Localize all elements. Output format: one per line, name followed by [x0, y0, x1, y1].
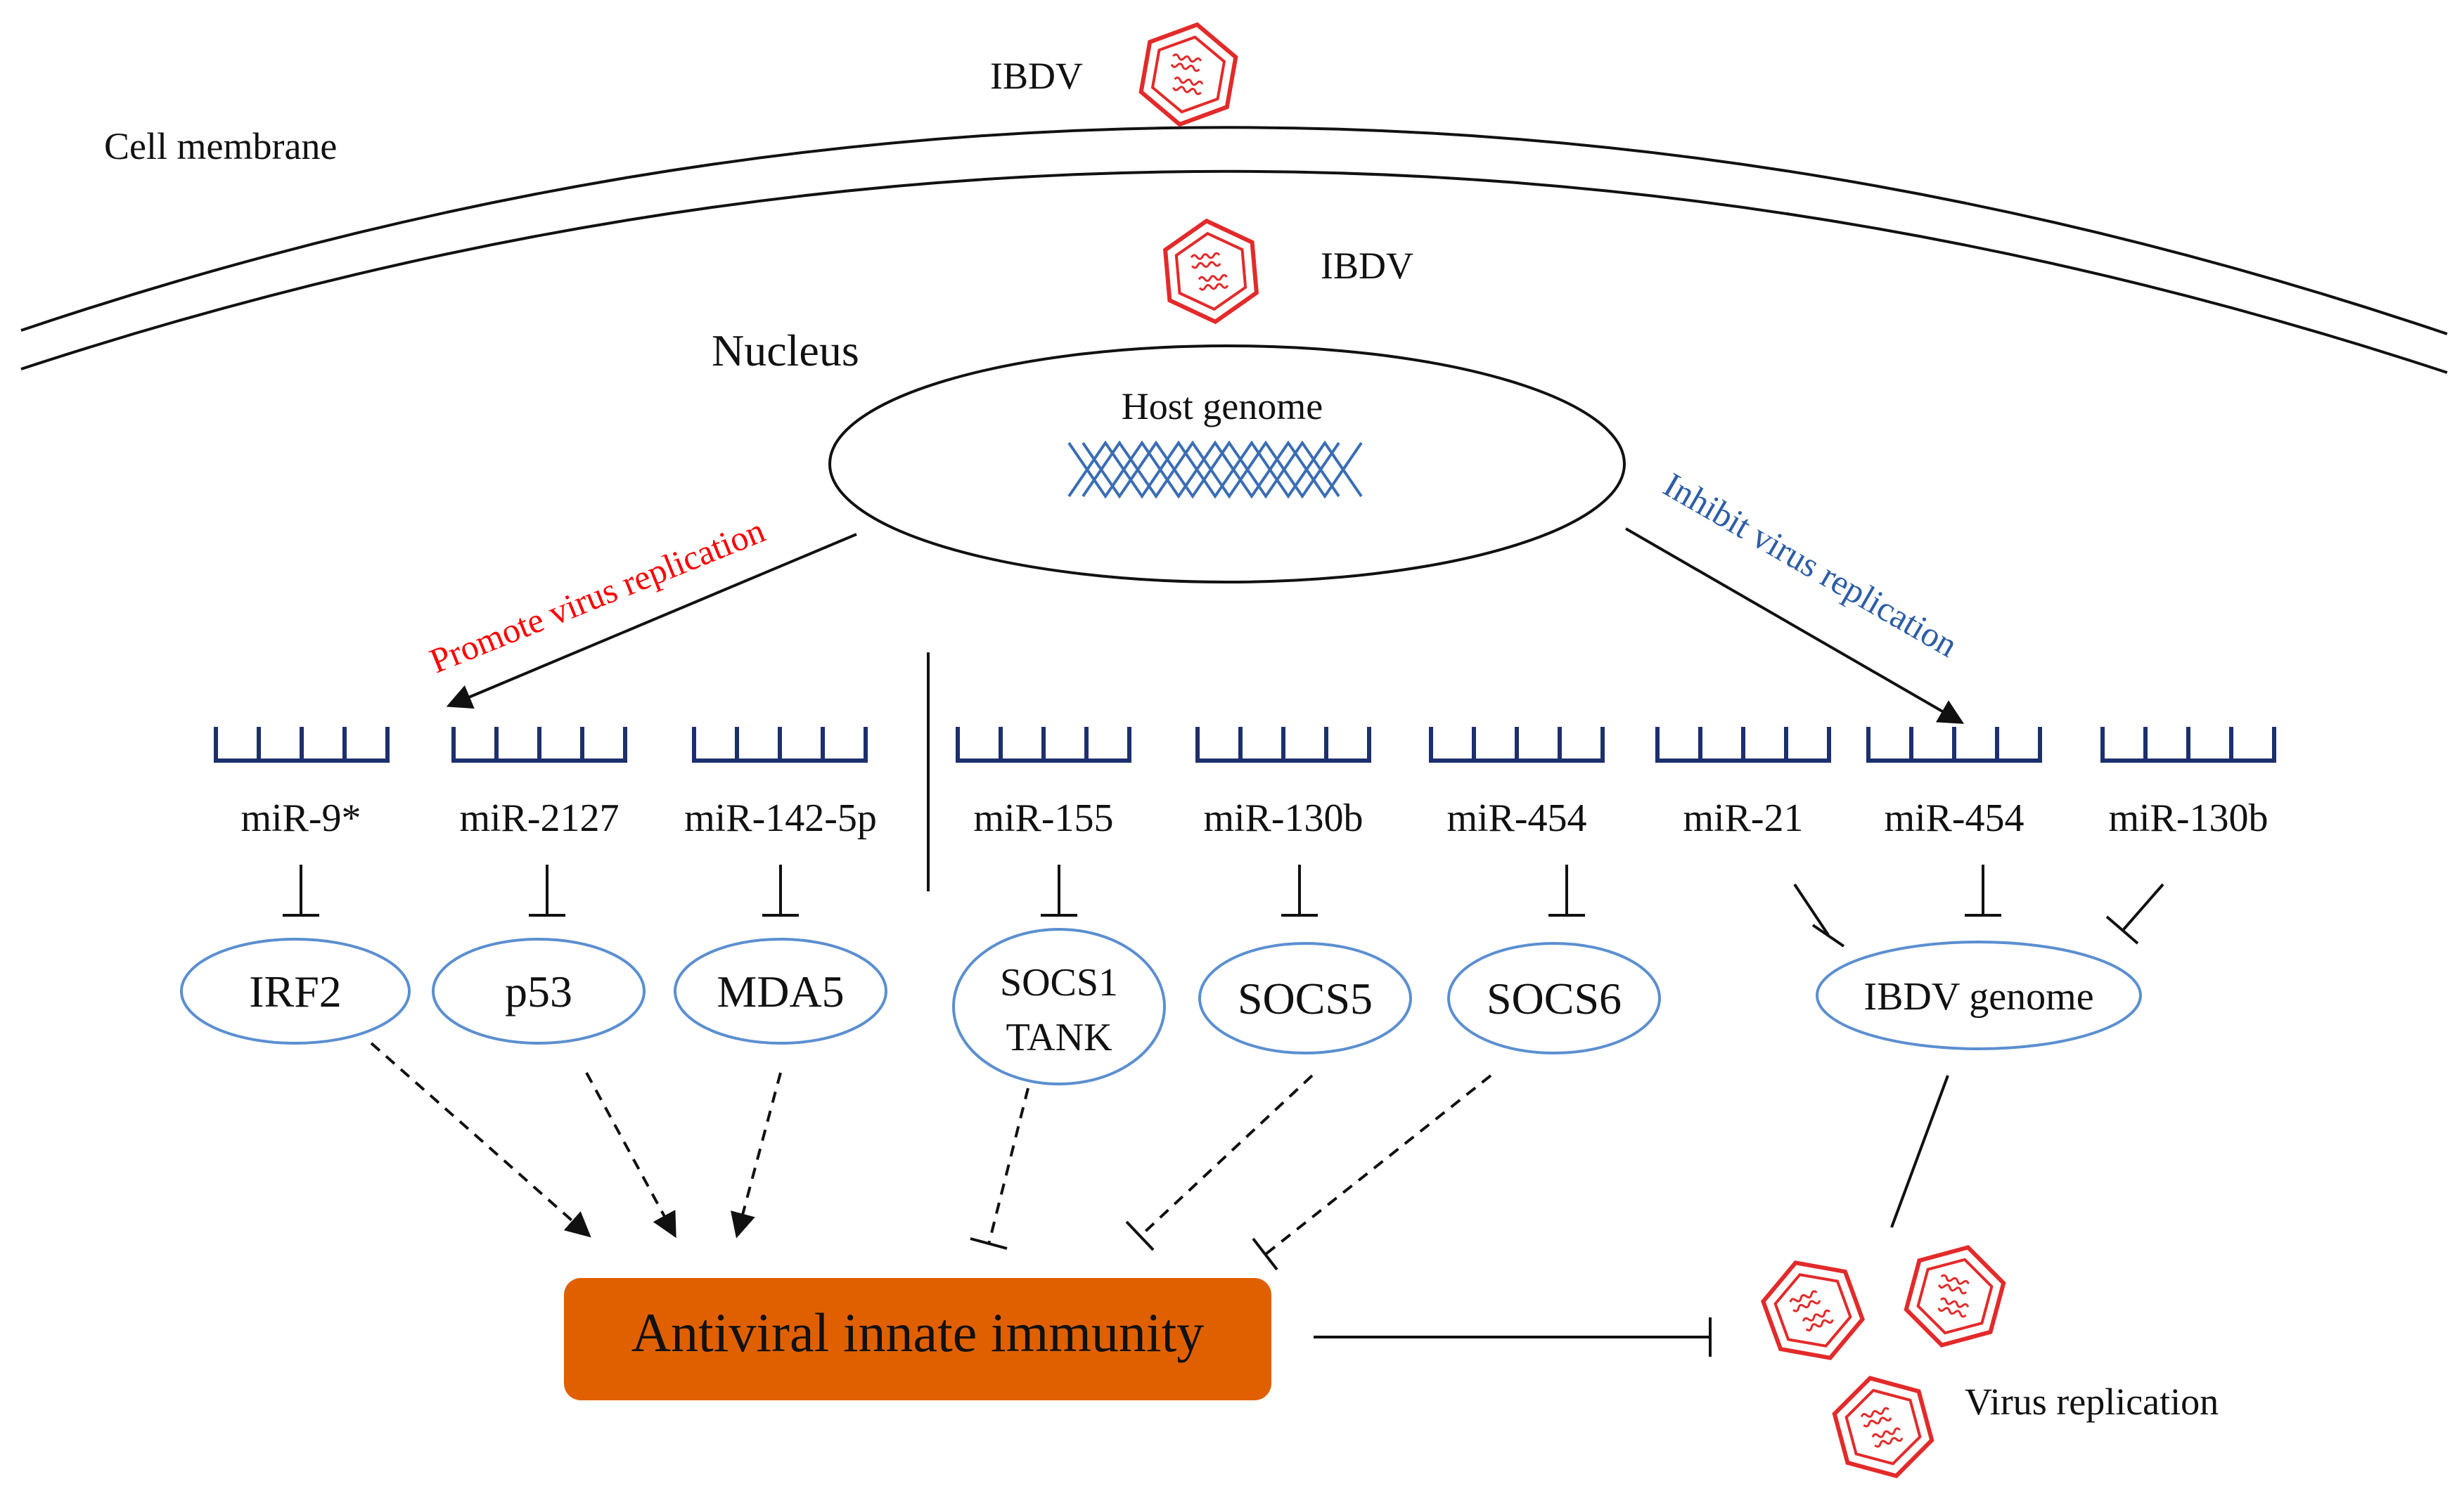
mirna-label: miR-142-5p — [684, 796, 877, 840]
ibdv-inside-label: IBDV — [1321, 245, 1413, 287]
dashed-inhibit-socs5 — [1139, 1074, 1314, 1237]
dashed-arrow-irf2 — [370, 1042, 591, 1238]
mirna-comb-icon — [2100, 727, 2276, 763]
ibdv-outside-label: IBDV — [990, 55, 1083, 97]
mirna-label: miR-9* — [240, 796, 361, 840]
mirna-comb-icon — [451, 727, 627, 763]
nucleus-ellipse — [828, 344, 1626, 583]
target-socs1-tank: SOCS1 TANK — [952, 928, 1166, 1085]
mirna-comb-icon — [692, 727, 868, 763]
dashed-inhibit-socs5-bar — [1125, 1220, 1155, 1251]
mirna-comb-icon — [1195, 727, 1371, 763]
target-mda5: MDA5 — [674, 938, 887, 1045]
dashed-arrow-p53 — [585, 1072, 676, 1239]
ibdv-genome-to-replication-line — [1890, 1075, 1949, 1228]
dashed-arrow-mda5 — [730, 1072, 782, 1239]
dashed-inhibit-socs6-bar — [1252, 1237, 1278, 1271]
antiviral-innate-immunity-label: Antiviral innate immunity — [631, 1302, 1205, 1363]
inhibition-bars — [283, 865, 2164, 948]
target-socs6: SOCS6 — [1447, 942, 1661, 1054]
target-p53: p53 — [432, 938, 646, 1045]
mirna-label: miR-155 — [973, 796, 1113, 840]
promote-arrow — [446, 533, 857, 709]
target-socs5: SOCS5 — [1198, 942, 1412, 1054]
virus-replication-label: Virus replication — [1965, 1381, 2219, 1423]
svg-text:MDA5: MDA5 — [717, 967, 844, 1016]
ibdv-inside-virus-icon — [1163, 217, 1259, 325]
antiviral-inhibit-line — [1314, 1317, 1712, 1357]
svg-text:SOCS1: SOCS1 — [1000, 961, 1118, 1005]
mirna-label: miR-130b — [2108, 796, 2268, 840]
inhibit-arrow — [1624, 527, 1965, 724]
mirna-comb-icon — [214, 727, 390, 763]
cell-membrane-inner — [20, 169, 2448, 374]
dashed-inhibit-socs6 — [1264, 1074, 1492, 1256]
nucleus-label: Nucleus — [712, 325, 859, 375]
svg-text:SOCS6: SOCS6 — [1487, 974, 1622, 1024]
replicating-virus-icon — [1899, 1236, 2010, 1356]
mirna-label: miR-454 — [1884, 796, 2024, 840]
mirna-label: miR-454 — [1446, 796, 1586, 840]
cell-membrane-outer — [20, 126, 2448, 335]
ibdv-outside-virus-icon — [1136, 17, 1240, 131]
mirna-comb-icon — [956, 727, 1131, 763]
mirna-label: miR-2127 — [459, 796, 619, 840]
mirna-label: miR-130b — [1203, 796, 1363, 840]
svg-text:TANK: TANK — [1006, 1016, 1112, 1059]
svg-text:SOCS5: SOCS5 — [1238, 974, 1373, 1024]
mirna-comb-icon — [1655, 727, 1831, 763]
svg-text:IBDV genome: IBDV genome — [1863, 975, 2093, 1019]
mirna-label: miR-21 — [1683, 796, 1803, 840]
antiviral-innate-immunity-box — [564, 1278, 1271, 1400]
svg-text:IRF2: IRF2 — [249, 967, 342, 1016]
mirna-comb-icon — [1429, 727, 1605, 763]
svg-text:p53: p53 — [505, 967, 572, 1016]
promote-label: Promote virus replication — [424, 510, 770, 680]
mirna-comb-icons — [214, 727, 2276, 763]
replicating-virus-icon — [1754, 1248, 1871, 1373]
replicating-virus-icon — [1828, 1367, 1938, 1487]
dashed-inhibit-socs1 — [987, 1087, 1029, 1245]
dashed-inhibit-socs1-bar — [970, 1237, 1008, 1250]
cell-membrane-label: Cell membrane — [104, 125, 337, 167]
target-irf2: IRF2 — [180, 938, 411, 1045]
mirna-comb-icon — [1866, 727, 2042, 763]
dna-helix-icon — [1067, 440, 1363, 499]
target-ibdv-genome: IBDV genome — [1816, 941, 2142, 1050]
host-genome-label: Host genome — [1122, 385, 1323, 427]
